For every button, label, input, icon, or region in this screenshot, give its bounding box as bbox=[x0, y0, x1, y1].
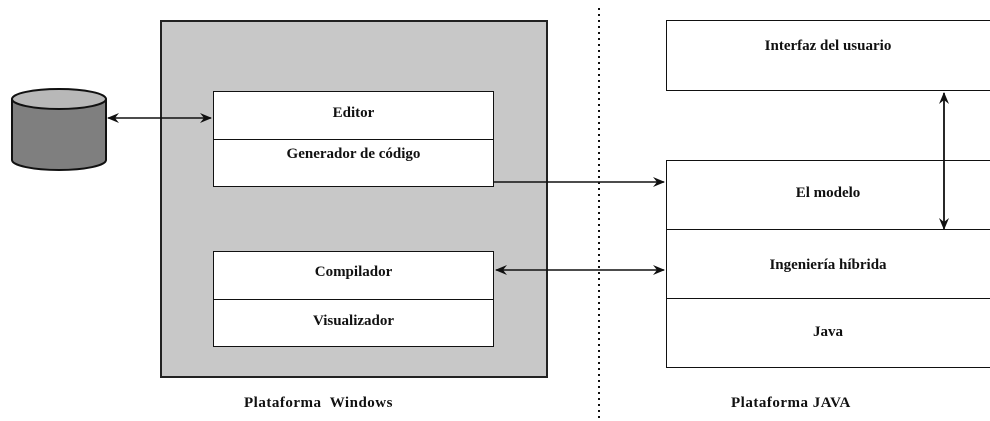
code-generator-box bbox=[213, 139, 494, 187]
model-box bbox=[666, 160, 990, 231]
viewer-box bbox=[213, 299, 494, 347]
database-cylinder-icon bbox=[11, 88, 107, 171]
user-interface-label: Interfaz del usuario bbox=[764, 38, 892, 54]
java-box bbox=[666, 298, 990, 368]
code-generator-label: Generador de código bbox=[286, 146, 421, 162]
java-label: Java bbox=[813, 324, 843, 340]
model-label: El modelo bbox=[795, 185, 861, 201]
user-interface-box bbox=[666, 20, 990, 91]
compiler-label: Compilador bbox=[314, 264, 393, 280]
editor-box bbox=[213, 91, 494, 141]
editor-label: Editor bbox=[332, 105, 375, 121]
hybrid-engineering-box bbox=[666, 229, 990, 300]
hybrid-engineering-label: Ingeniería híbrida bbox=[769, 257, 887, 273]
windows-platform-caption: Plataforma Windows bbox=[244, 395, 393, 411]
viewer-label: Visualizador bbox=[312, 313, 395, 329]
java-platform-caption: Plataforma JAVA bbox=[731, 395, 851, 411]
